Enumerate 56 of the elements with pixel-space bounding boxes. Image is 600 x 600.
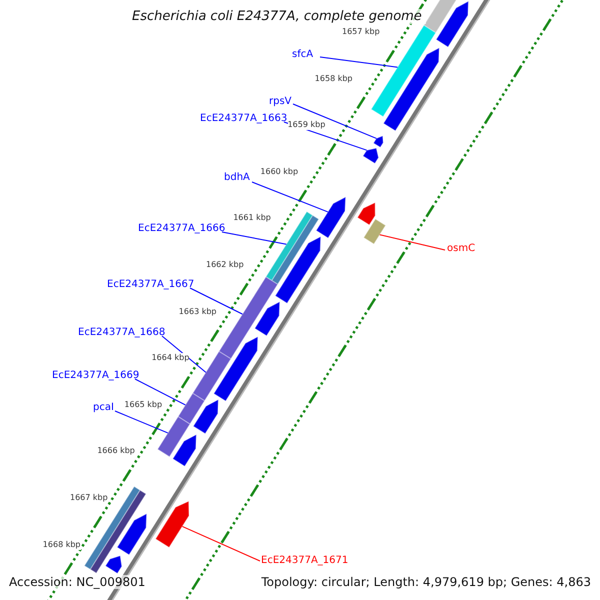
gene-feature (218, 276, 278, 360)
scale-label: 1664 kbp (152, 353, 190, 364)
scale-label: 1665 kbp (124, 400, 162, 410)
scale-label: 1666 kbp (97, 446, 135, 456)
gene-feature (192, 350, 232, 402)
leader-line (162, 336, 206, 373)
leader-line (222, 232, 287, 245)
gene-feature (172, 434, 197, 467)
gene-label: osmC (447, 243, 476, 255)
gene-feature (316, 196, 346, 239)
gene-feature (274, 236, 322, 304)
leader-line (190, 288, 243, 315)
gene-label: rpsV (269, 96, 292, 108)
leader-line (114, 410, 168, 434)
scale-label: 1668 kbp (42, 540, 80, 550)
gene-label: EcE24377A_1667 (107, 279, 194, 291)
scale-label: 1667 kbp (70, 493, 108, 503)
scale-label: 1661 kbp (233, 213, 271, 224)
gene-feature (382, 47, 440, 132)
gene-label: sfcA (292, 49, 314, 61)
gene-feature (254, 300, 280, 336)
scale-label: 1660 kbp (260, 166, 298, 177)
gene-label: bdhA (224, 172, 250, 184)
gene-feature (116, 512, 148, 556)
gene-label: EcE24377A_1671 (261, 555, 348, 567)
gene-feature (154, 500, 190, 548)
scale-label: 1663 kbp (178, 306, 216, 317)
gene-feature (177, 392, 206, 425)
gene-feature (271, 214, 320, 285)
leader-line (182, 526, 260, 562)
scale-label: 1662 kbp (206, 260, 244, 270)
scale-label: 1659 kbp (288, 120, 326, 130)
footer-text: Topology: circular; Length: 4,979,619 bp; Genes: 4,863 (261, 575, 591, 589)
gene-feature (90, 490, 147, 574)
scale-label: 1657 kbp (342, 27, 380, 37)
gene-feature (356, 202, 376, 226)
gene-feature (363, 218, 386, 245)
gene-label: EcE24377A_1666 (138, 223, 226, 235)
gene-feature (192, 398, 219, 434)
leader-line (320, 56, 398, 68)
gene-feature (104, 555, 122, 574)
gene-label: EcE24377A_1668 (78, 327, 166, 339)
leader-line (292, 104, 377, 139)
gene-feature (156, 416, 191, 458)
leader-line (134, 378, 186, 406)
leader-line (379, 234, 446, 250)
scale-label: 1658 kbp (314, 74, 352, 84)
gene-feature (372, 135, 384, 148)
gene-feature (436, 0, 469, 48)
gene-feature (213, 336, 258, 402)
footer-text: Accession: NC_009801 (9, 575, 146, 589)
leader-line (252, 182, 328, 212)
gene-label: pcaI (93, 402, 114, 414)
gene-label: EcE24377A_1663 (200, 113, 288, 125)
gene-label: EcE24377A_1669 (52, 370, 140, 382)
gene-feature (362, 148, 380, 164)
